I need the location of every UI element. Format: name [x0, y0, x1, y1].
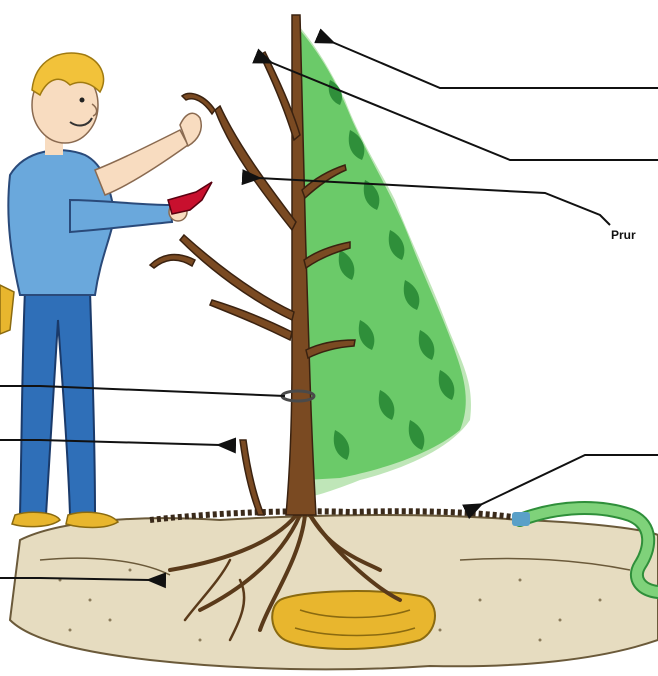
pruning-shears	[168, 182, 212, 214]
pruning-label: Prur	[611, 228, 636, 242]
gardener-figure	[8, 53, 212, 527]
watering-can	[0, 285, 14, 334]
burlap-root-ball	[272, 591, 435, 649]
hose-nozzle	[512, 512, 530, 526]
leader-line-foliage	[332, 42, 658, 88]
leader-line-mulch	[480, 455, 658, 505]
evergreen-foliage	[298, 25, 471, 498]
